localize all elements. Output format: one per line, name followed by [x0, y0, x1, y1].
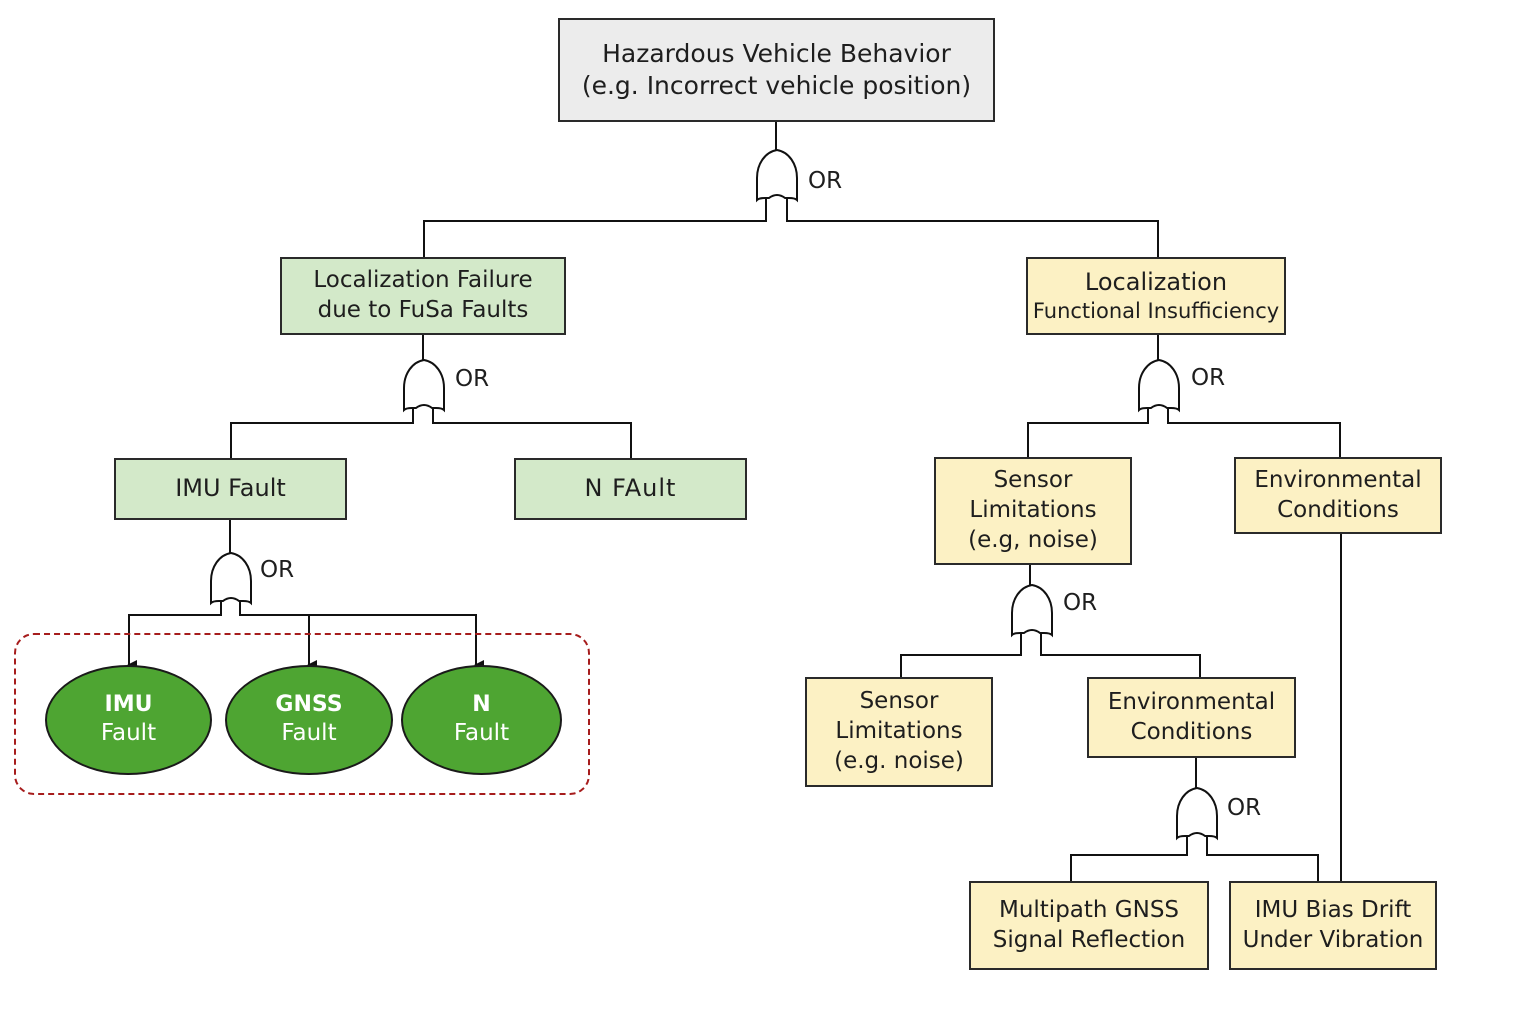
- node-line: Limitations: [969, 497, 1097, 524]
- gate-label: OR: [455, 366, 490, 392]
- gate-label: OR: [260, 557, 295, 583]
- imu-fault-node: IMU Fault: [114, 458, 347, 520]
- node-line: (e.g. noise): [834, 747, 964, 774]
- node-line: Conditions: [1277, 496, 1399, 523]
- gate-label: OR: [1227, 795, 1262, 821]
- node-line: (e.g, noise): [968, 526, 1098, 553]
- node-line: Signal Reflection: [992, 926, 1186, 953]
- node-line: (e.g. Incorrect vehicle position): [581, 71, 972, 100]
- event-line: Fault: [281, 720, 337, 747]
- fusa-failure-node: Localization Failure due to FuSa Faults: [280, 257, 566, 335]
- node-line: IMU Fault: [175, 474, 286, 503]
- node-line: Environmental: [1254, 466, 1422, 493]
- functional-insufficiency-node: Localization Functional Insufficiency: [1026, 257, 1286, 335]
- node-line: Localization: [1084, 267, 1228, 296]
- node-line: Under Vibration: [1242, 926, 1424, 953]
- node-line: due to FuSa Faults: [317, 297, 529, 323]
- gate-label: OR: [1191, 365, 1226, 391]
- basic-events-group: [14, 633, 590, 795]
- sensor-limitations-2-node: Sensor Limitations (e.g. noise): [805, 677, 993, 787]
- imu-basic-event: IMU Fault: [45, 665, 212, 775]
- n-fault-node: N FAult: [514, 458, 747, 520]
- node-line: Limitations: [835, 718, 963, 745]
- node-line: Conditions: [1130, 718, 1253, 745]
- top-event-node: Hazardous Vehicle Behavior (e.g. Incorre…: [558, 18, 995, 122]
- multipath-gnss-node: Multipath GNSS Signal Reflection: [969, 881, 1209, 970]
- node-line: Sensor: [859, 688, 939, 715]
- node-line: Multipath GNSS: [998, 896, 1180, 923]
- node-line: Functional Insufficiency: [1032, 298, 1280, 323]
- or-gate-icon: [756, 149, 798, 201]
- or-gate-icon: [403, 359, 445, 411]
- or-gate-icon: [1138, 359, 1180, 411]
- or-gate-icon: [1176, 787, 1218, 839]
- event-line: Fault: [453, 720, 510, 747]
- event-line: N: [472, 691, 491, 717]
- node-line: Hazardous Vehicle Behavior: [602, 38, 951, 68]
- event-line: Fault: [100, 720, 157, 747]
- sensor-limitations-node: Sensor Limitations (e.g, noise): [934, 457, 1132, 565]
- environmental-conditions-node: Environmental Conditions: [1234, 457, 1442, 534]
- or-gate-icon: [1011, 584, 1053, 636]
- gnss-basic-event: GNSS Fault: [225, 665, 393, 775]
- n-basic-event: N Fault: [401, 665, 562, 775]
- node-line: Environmental: [1107, 688, 1276, 715]
- event-line: IMU: [104, 691, 153, 717]
- gate-label: OR: [808, 168, 843, 194]
- node-line: IMU Bias Drift: [1254, 896, 1412, 923]
- gate-label: OR: [1063, 590, 1098, 616]
- node-line: N FAult: [584, 474, 677, 503]
- event-line: GNSS: [275, 691, 343, 717]
- node-line: Localization Failure: [313, 267, 533, 294]
- or-gate-icon: [210, 552, 252, 604]
- node-line: Sensor: [993, 467, 1073, 494]
- environmental-conditions-2-node: Environmental Conditions: [1087, 677, 1296, 758]
- imu-bias-drift-node: IMU Bias Drift Under Vibration: [1229, 881, 1437, 970]
